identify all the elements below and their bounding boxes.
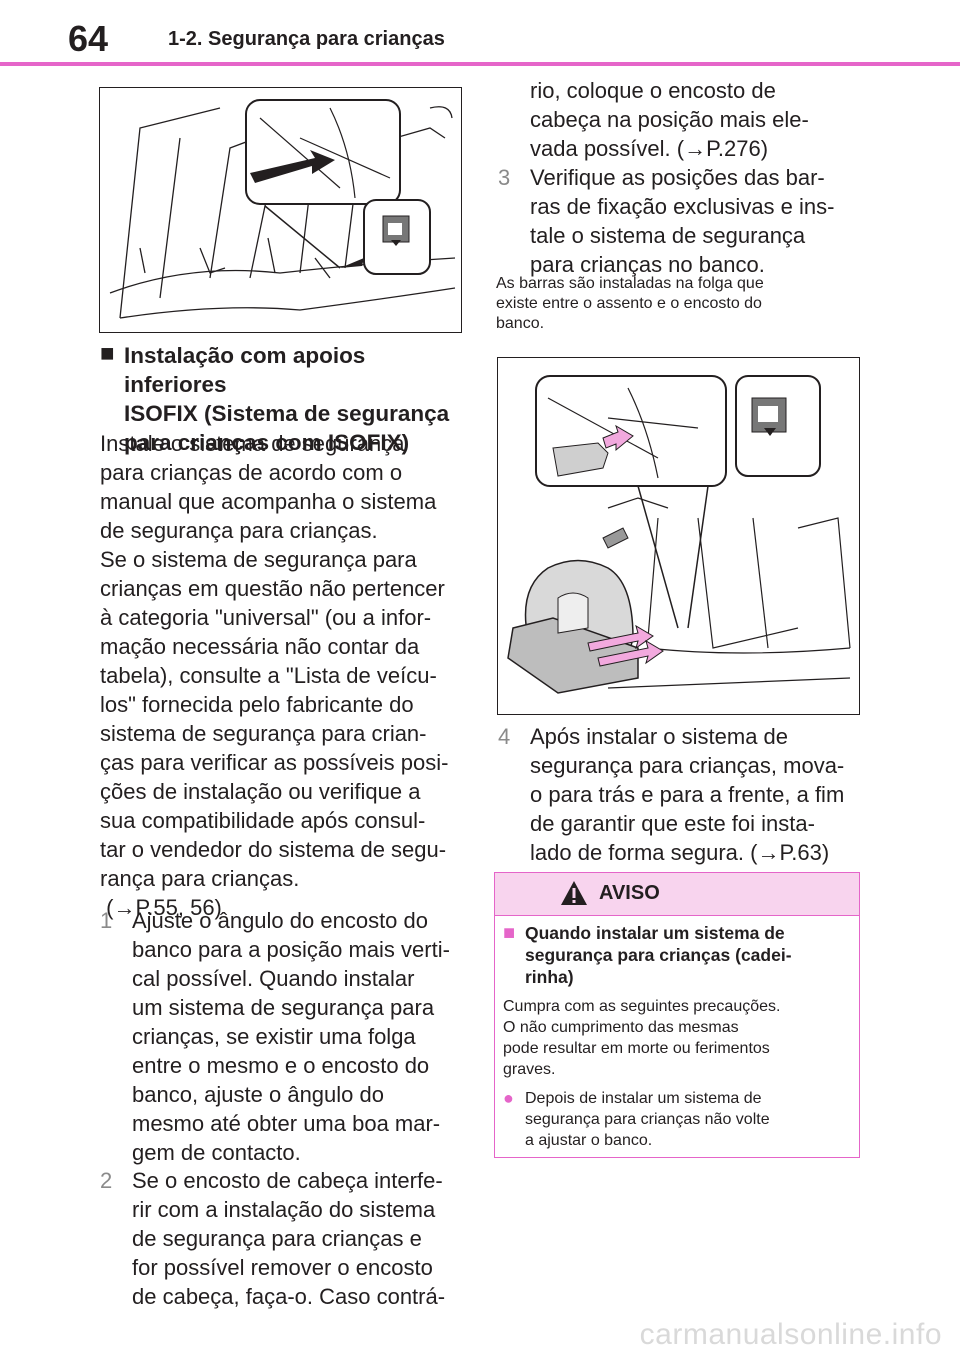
heading-line: Instalação com apoios inferiores xyxy=(124,343,366,397)
warning-box: AVISO ■ Quando instalar um sistema de se… xyxy=(494,872,860,1158)
text-line: de garantir que este foi insta- xyxy=(530,811,815,836)
text-line: tabela), consulte a "Lista de veícu- xyxy=(100,663,437,688)
text-line: um sistema de segurança para xyxy=(132,995,435,1020)
text-line: segurança para crianças (cadei- xyxy=(525,945,792,965)
text-line: ras de fixação exclusivas e ins- xyxy=(530,194,835,219)
text-line: banco. xyxy=(496,315,545,332)
text-line: sua compatibilidade após consul- xyxy=(100,808,426,833)
page-number: 64 xyxy=(68,18,109,59)
text-line: Se o encosto de cabeça interfe- xyxy=(132,1168,443,1193)
heading-marker: ■ xyxy=(100,340,115,367)
warning-heading-marker: ■ xyxy=(503,922,516,944)
text-line: Depois de instalar um sistema de xyxy=(525,1090,762,1107)
text-line: As barras são instaladas na folga que xyxy=(496,275,764,292)
text-line: manual que acompanha o sistema xyxy=(100,489,437,514)
step-number: 4 xyxy=(498,724,511,749)
text-line: Se o sistema de segurança para xyxy=(100,547,417,572)
text-line: Após instalar o sistema de xyxy=(530,724,789,749)
text-line: gem de contacto. xyxy=(132,1140,301,1165)
text-line: a ajustar o banco. xyxy=(525,1132,653,1149)
text-line: crianças em questão não pertencer xyxy=(100,576,445,601)
text-line: crianças, se existir uma folga xyxy=(132,1024,416,1049)
section-title: 1-2. Segurança para crianças xyxy=(168,28,445,50)
text-line: cal possível. Quando instalar xyxy=(132,966,415,991)
text-line: Verifique as posições das bar- xyxy=(530,165,825,190)
text-line: segurança para crianças não volte xyxy=(525,1111,770,1128)
text-line: para crianças no banco. xyxy=(530,252,765,277)
page-reference[interactable]: (→P.55, 56) xyxy=(100,895,222,920)
text-line: à categoria "universal" (ou a infor- xyxy=(100,605,432,630)
text-line: mação necessária não contar da xyxy=(100,634,420,659)
rear-seat-illustration xyxy=(109,99,456,319)
step-number: 1 xyxy=(100,908,113,933)
figure-child-seat-install xyxy=(497,357,860,715)
warning-icon xyxy=(561,881,587,905)
text-line: ças para verificar as possíveis posi- xyxy=(100,750,449,775)
heading-line: ISOFIX (Sistema de segurança xyxy=(124,401,450,426)
text-line: for possível remover o encosto xyxy=(132,1255,433,1280)
text-line: tale o sistema de segurança xyxy=(530,223,806,248)
text-line: para crianças de acordo com o xyxy=(100,460,403,485)
warning-header: AVISO xyxy=(495,873,859,916)
text-line: pode resultar em morte ou ferimentos xyxy=(503,1040,770,1057)
header-rule xyxy=(0,62,960,66)
text-line: banco, ajuste o ângulo do xyxy=(132,1082,384,1107)
text-line: O não cumprimento das mesmas xyxy=(503,1019,739,1036)
step-number: 2 xyxy=(100,1168,113,1193)
isofix-heading: Instalação com apoios inferiores ISOFIX … xyxy=(124,341,470,457)
text-line: Quando instalar um sistema de xyxy=(525,923,785,943)
text-line: Ajuste o ângulo do encosto do xyxy=(132,908,429,933)
step-2: 2 Se o encosto de cabeça interfe- rir co… xyxy=(100,1166,470,1311)
figure-rear-seat-isofix xyxy=(99,87,462,333)
text-line: rio, coloque o encosto de xyxy=(530,78,776,103)
step-1: 1 Ajuste o ângulo do encosto do banco pa… xyxy=(100,906,470,1167)
paragraph-compatibility: Se o sistema de segurança para crianças … xyxy=(100,545,470,922)
text-line: de segurança para crianças e xyxy=(132,1226,422,1251)
text-line: sistema de segurança para crian- xyxy=(100,721,427,746)
text-line: segurança para crianças, mova- xyxy=(530,753,845,778)
step-2-continued: rio, coloque o encosto de cabeça na posi… xyxy=(530,76,870,163)
text-line: mesmo até obter uma boa mar- xyxy=(132,1111,441,1136)
text-line: banco para a posição mais verti- xyxy=(132,937,450,962)
text-line: los" fornecida pelo fabricante do xyxy=(100,692,414,717)
text-line: de segurança para crianças. xyxy=(100,518,378,543)
page-reference[interactable]: lado de forma segura. (→P.63) xyxy=(530,840,830,865)
text-line: ções de instalação ou verifique a xyxy=(100,779,421,804)
text-line: rir com a instalação do sistema xyxy=(132,1197,436,1222)
text-line: entre o mesmo e o encosto do xyxy=(132,1053,430,1078)
warning-body: Cumpra com as seguintes precauções. O nã… xyxy=(503,996,849,1080)
paragraph-install-instructions: Instale o sistema de segurança para cria… xyxy=(100,429,470,545)
text-line: vada possível. (→P.276) xyxy=(530,136,769,161)
text-line: o para trás e para a frente, a fim xyxy=(530,782,845,807)
step-3: 3 Verifique as posições das bar- ras de … xyxy=(498,163,870,279)
child-seat-illustration xyxy=(507,375,851,694)
text-line: existe entre o assento e o encosto do xyxy=(496,295,762,312)
step-number: 3 xyxy=(498,165,511,190)
watermark: carmanualsonline.info xyxy=(639,1318,942,1351)
warning-bullet: ● Depois de instalar um sistema de segur… xyxy=(503,1088,849,1151)
text-line: Instale o sistema de segurança xyxy=(100,431,405,456)
step-4: 4 Após instalar o sistema de segurança p… xyxy=(498,722,870,867)
text-line: de cabeça, faça-o. Caso contrá- xyxy=(132,1284,446,1309)
heading-line: para crianças com ISOFIX) xyxy=(124,430,410,455)
text-line: cabeça na posição mais ele- xyxy=(530,107,809,132)
text-line: rança para crianças. xyxy=(100,866,300,891)
warning-title: AVISO xyxy=(599,882,660,904)
bullet-icon: ● xyxy=(503,1088,514,1108)
note-bars-location: As barras são instaladas na folga que ex… xyxy=(496,274,866,334)
text-line: graves. xyxy=(503,1061,556,1078)
text-line: rinha) xyxy=(525,967,574,987)
warning-heading: Quando instalar um sistema de segurança … xyxy=(525,916,849,988)
text-line: Cumpra com as seguintes precauções. xyxy=(503,998,781,1015)
text-line: tar o vendedor do sistema de segu- xyxy=(100,837,447,862)
